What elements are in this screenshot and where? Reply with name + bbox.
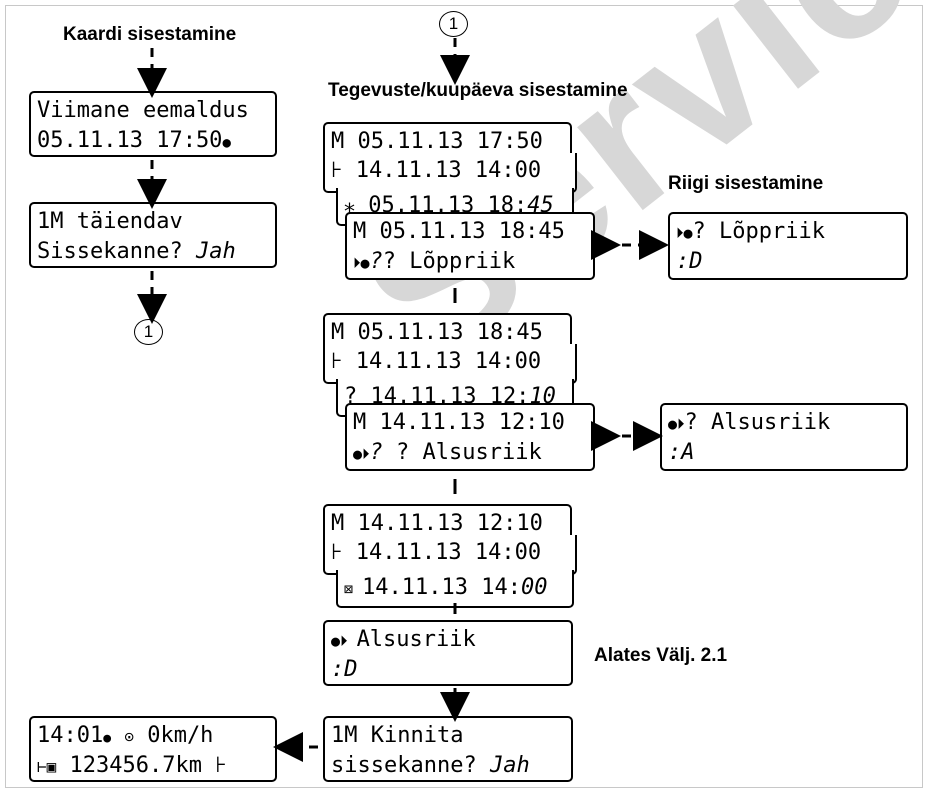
display-line: ⊦ 14.11.13 14:00 xyxy=(331,538,569,568)
display-confirm-entry: 1M Kinnita sissekanne? Jah xyxy=(323,716,573,782)
answer-yes: Jah xyxy=(489,753,530,778)
display-line: Viimane eemaldus xyxy=(37,98,249,123)
heading-card-insert: Kaardi sisestamine xyxy=(63,24,237,45)
logout-datetime: 14.11.13 14:00 xyxy=(355,540,542,565)
work-hammer-icon: ⊦ xyxy=(331,540,356,565)
display-end-country-select: ⏵●? Lõppriik :D xyxy=(668,212,908,280)
display-line: ⏵●?? Lõppriik xyxy=(353,249,516,274)
work-hammer-icon: ⊦ xyxy=(331,158,356,183)
country-code: D xyxy=(689,249,703,274)
display-line: ⊦ 14.11.13 14:00 xyxy=(331,156,569,186)
display-line: 05.11.13 17:50● xyxy=(37,126,269,155)
display-line: 1M täiendav xyxy=(37,209,183,234)
display-line: ⏵●? Lõppriik xyxy=(676,217,900,247)
display-group1-end-country-query: M 05.11.13 18:45 ⏵●?? Lõppriik xyxy=(345,212,595,280)
clock-time: 14:01 xyxy=(37,723,104,748)
country-query-text: ? Alsusriik xyxy=(396,440,542,465)
display-line: :D xyxy=(676,249,703,274)
heading-from-version: Alates Välj. 2.1 xyxy=(594,645,728,666)
display-supplement-entry: 1M täiendav Sissekanne? Jah xyxy=(29,202,277,268)
country-query-text: ? Alsusriik xyxy=(684,410,831,435)
logout-datetime: 14.11.13 14:00 xyxy=(355,349,542,374)
display-line: sissekanne? Jah xyxy=(331,751,565,780)
country-query-text: ? Lõppriik xyxy=(382,249,516,274)
last-removal-datetime: 05.11.13 17:50 xyxy=(37,128,223,153)
clock-icon: ⊙ xyxy=(124,727,134,746)
country-query-text: ? Lõppriik xyxy=(692,219,825,244)
start-country-icon: ●⏵ xyxy=(668,415,685,433)
display-line: M 14.11.13 12:10 xyxy=(353,410,565,435)
display-start-country: ●⏵ Alsusriik :D xyxy=(323,620,573,686)
display-line: ⊠ 14.11.13 14:00 xyxy=(344,573,566,603)
display-line: 1M Kinnita xyxy=(331,723,464,748)
rest-bed-icon: ⁎ xyxy=(344,193,369,218)
display-line: :A xyxy=(668,440,695,465)
display-group3-logout: ⊦ 14.11.13 14:00 xyxy=(323,535,577,575)
ferry-dot-icon: ● xyxy=(222,135,231,151)
display-line: ●⏵ Alsusriik xyxy=(331,625,565,655)
display-group3-availability-entry: ⊠ 14.11.13 14:00 xyxy=(336,570,574,608)
speed-value: 0km/h xyxy=(147,723,214,748)
display-line: M 14.11.13 12:10 xyxy=(331,511,543,536)
supplement-question: Sissekanne? xyxy=(37,239,183,264)
display-line: ⊦ 14.11.13 14:00 xyxy=(331,347,569,377)
availability-datetime: 14.11.13 14: xyxy=(362,575,522,600)
display-line: M 05.11.13 18:45 xyxy=(353,219,565,244)
logout-datetime: 14.11.13 14:00 xyxy=(355,158,542,183)
end-country-icon: ⏵● xyxy=(353,254,370,272)
driver-card-icon: ⊢▣ xyxy=(37,757,57,776)
marker-circle-top: 1 xyxy=(439,11,468,37)
heading-activity-date-entry: Tegevuste/kuupäeva sisestamine xyxy=(328,80,628,101)
display-line: M 05.11.13 18:45 xyxy=(331,320,543,345)
display-last-removal: Viimane eemaldus 05.11.13 17:50● xyxy=(29,91,277,157)
start-country-text: Alsusriik xyxy=(356,627,476,652)
display-line: ●⏵? ? Alsusriik xyxy=(353,440,542,465)
start-country-icon: ●⏵ xyxy=(331,632,357,650)
display-line: ●⏵? Alsusriik xyxy=(668,408,900,438)
country-code: D xyxy=(344,657,358,682)
availability-box-icon: ⊠ xyxy=(344,580,363,598)
display-line: M 05.11.13 17:50 xyxy=(331,129,543,154)
display-start-country-select: ●⏵? Alsusriik :A xyxy=(660,403,908,471)
start-country-icon: ●⏵ xyxy=(353,445,370,463)
display-standard: 14:01● ⊙ 0km/h ⊢▣ 123456.7km ⊦ xyxy=(29,716,277,782)
blinking-minutes: 00 xyxy=(521,575,548,600)
ferry-dot-icon: ● xyxy=(103,731,112,746)
diagram-frame xyxy=(5,5,923,788)
display-line: :D xyxy=(331,657,358,682)
display-line: Sissekanne? Jah xyxy=(37,237,269,266)
end-country-icon: ⏵● xyxy=(676,224,693,242)
display-line: ⊢▣ 123456.7km ⊦ xyxy=(37,751,269,780)
display-group2-start-country-query: M 14.11.13 12:10 ●⏵? ? Alsusriik xyxy=(345,403,595,471)
answer-yes: Jah xyxy=(195,239,236,264)
heading-country-entry: Riigi sisestamine xyxy=(668,173,824,194)
confirm-question: sissekanne? xyxy=(331,753,477,778)
display-line: 14:01● ⊙ 0km/h xyxy=(37,721,269,751)
work-hammer-icon: ⊦ xyxy=(215,753,227,778)
country-code: A xyxy=(681,440,695,465)
odometer-value: 123456.7km xyxy=(69,753,202,778)
work-hammer-icon: ⊦ xyxy=(331,349,356,374)
